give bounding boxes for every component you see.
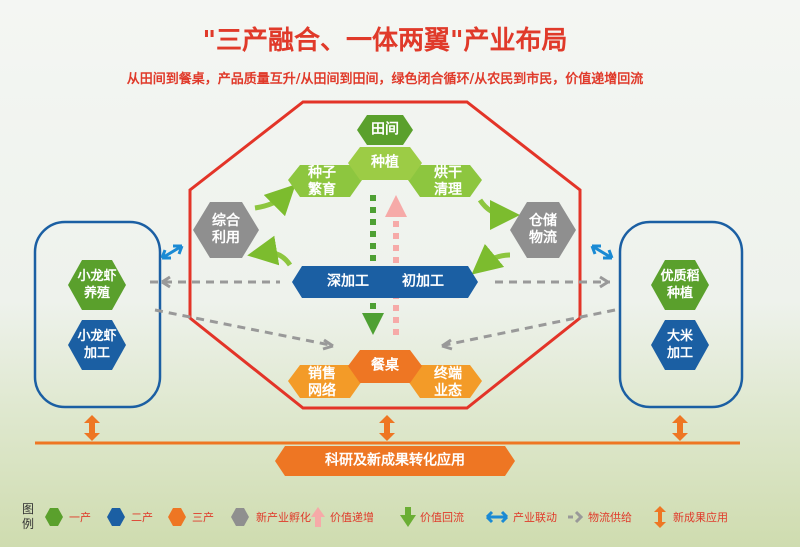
hex-rice-plant — [651, 260, 709, 310]
hex-rice-process — [651, 320, 709, 370]
label-rice-process: 大米 加工 — [666, 329, 694, 361]
legend-icons — [45, 506, 666, 528]
hex-crayfish-process — [68, 320, 126, 370]
industry-link-arrows — [160, 244, 614, 260]
label-terminal: 终端 业态 — [434, 366, 462, 399]
label-storage: 仓储 物流 — [529, 213, 557, 246]
legend-title: 图 例 — [22, 502, 35, 531]
label-rice-plant: 优质稻 种植 — [660, 269, 700, 301]
legend-industry-link: 产业联动 — [513, 511, 557, 524]
hex-storage — [510, 202, 576, 258]
legend-logistics: 物流供给 — [588, 511, 632, 524]
legend-secondary: 二产 — [131, 511, 153, 524]
research-banner — [275, 446, 515, 476]
center-octagon — [188, 100, 582, 410]
legend-value-return: 价值回流 — [420, 511, 464, 524]
label-crayfish-process: 小龙虾 加工 — [77, 329, 117, 361]
legend-new-result: 新成果应用 — [673, 511, 728, 524]
label-reuse: 综合 利用 — [212, 213, 240, 246]
label-table: 餐桌 — [371, 357, 399, 374]
legend-value-increase: 价值递增 — [330, 511, 374, 524]
label-research: 科研及新成果转化应用 — [325, 452, 465, 469]
label-drying: 烘干 清理 — [434, 165, 462, 198]
label-primary-processing: 初加工 — [402, 273, 444, 290]
legend-new-industry: 新产业孵化 — [256, 511, 311, 524]
right-wing-frame — [618, 220, 744, 409]
page-subtitle: 从田间到餐桌，产品质量互升/从田间到田间，绿色闭合循环/从农民到市民，价值递增回… — [126, 72, 644, 87]
page-title: "三产融合、一体两翼"产业布局 — [202, 26, 568, 56]
hex-table — [348, 350, 422, 383]
hex-sales — [288, 365, 362, 398]
hex-terminal — [408, 365, 482, 398]
new-result-arrows — [84, 415, 688, 441]
label-sales: 销售 网络 — [308, 366, 336, 399]
label-deep-processing: 深加工 — [327, 273, 369, 290]
logistics-arrows — [150, 280, 616, 347]
hex-crayfish-farm — [68, 260, 126, 310]
hex-drying — [408, 165, 482, 197]
left-wing-frame — [33, 220, 162, 409]
legend-primary: 一产 — [69, 511, 91, 524]
processing-bar — [292, 266, 478, 298]
label-planting: 种植 — [371, 154, 399, 171]
hex-seed — [288, 165, 362, 197]
hex-field — [357, 115, 413, 145]
label-crayfish-farm: 小龙虾 养殖 — [77, 269, 117, 301]
hex-reuse — [193, 202, 259, 258]
label-field: 田间 — [371, 121, 399, 138]
legend-tertiary: 三产 — [192, 511, 214, 524]
label-seed: 种子 繁育 — [308, 165, 336, 198]
hex-planting — [348, 147, 422, 180]
